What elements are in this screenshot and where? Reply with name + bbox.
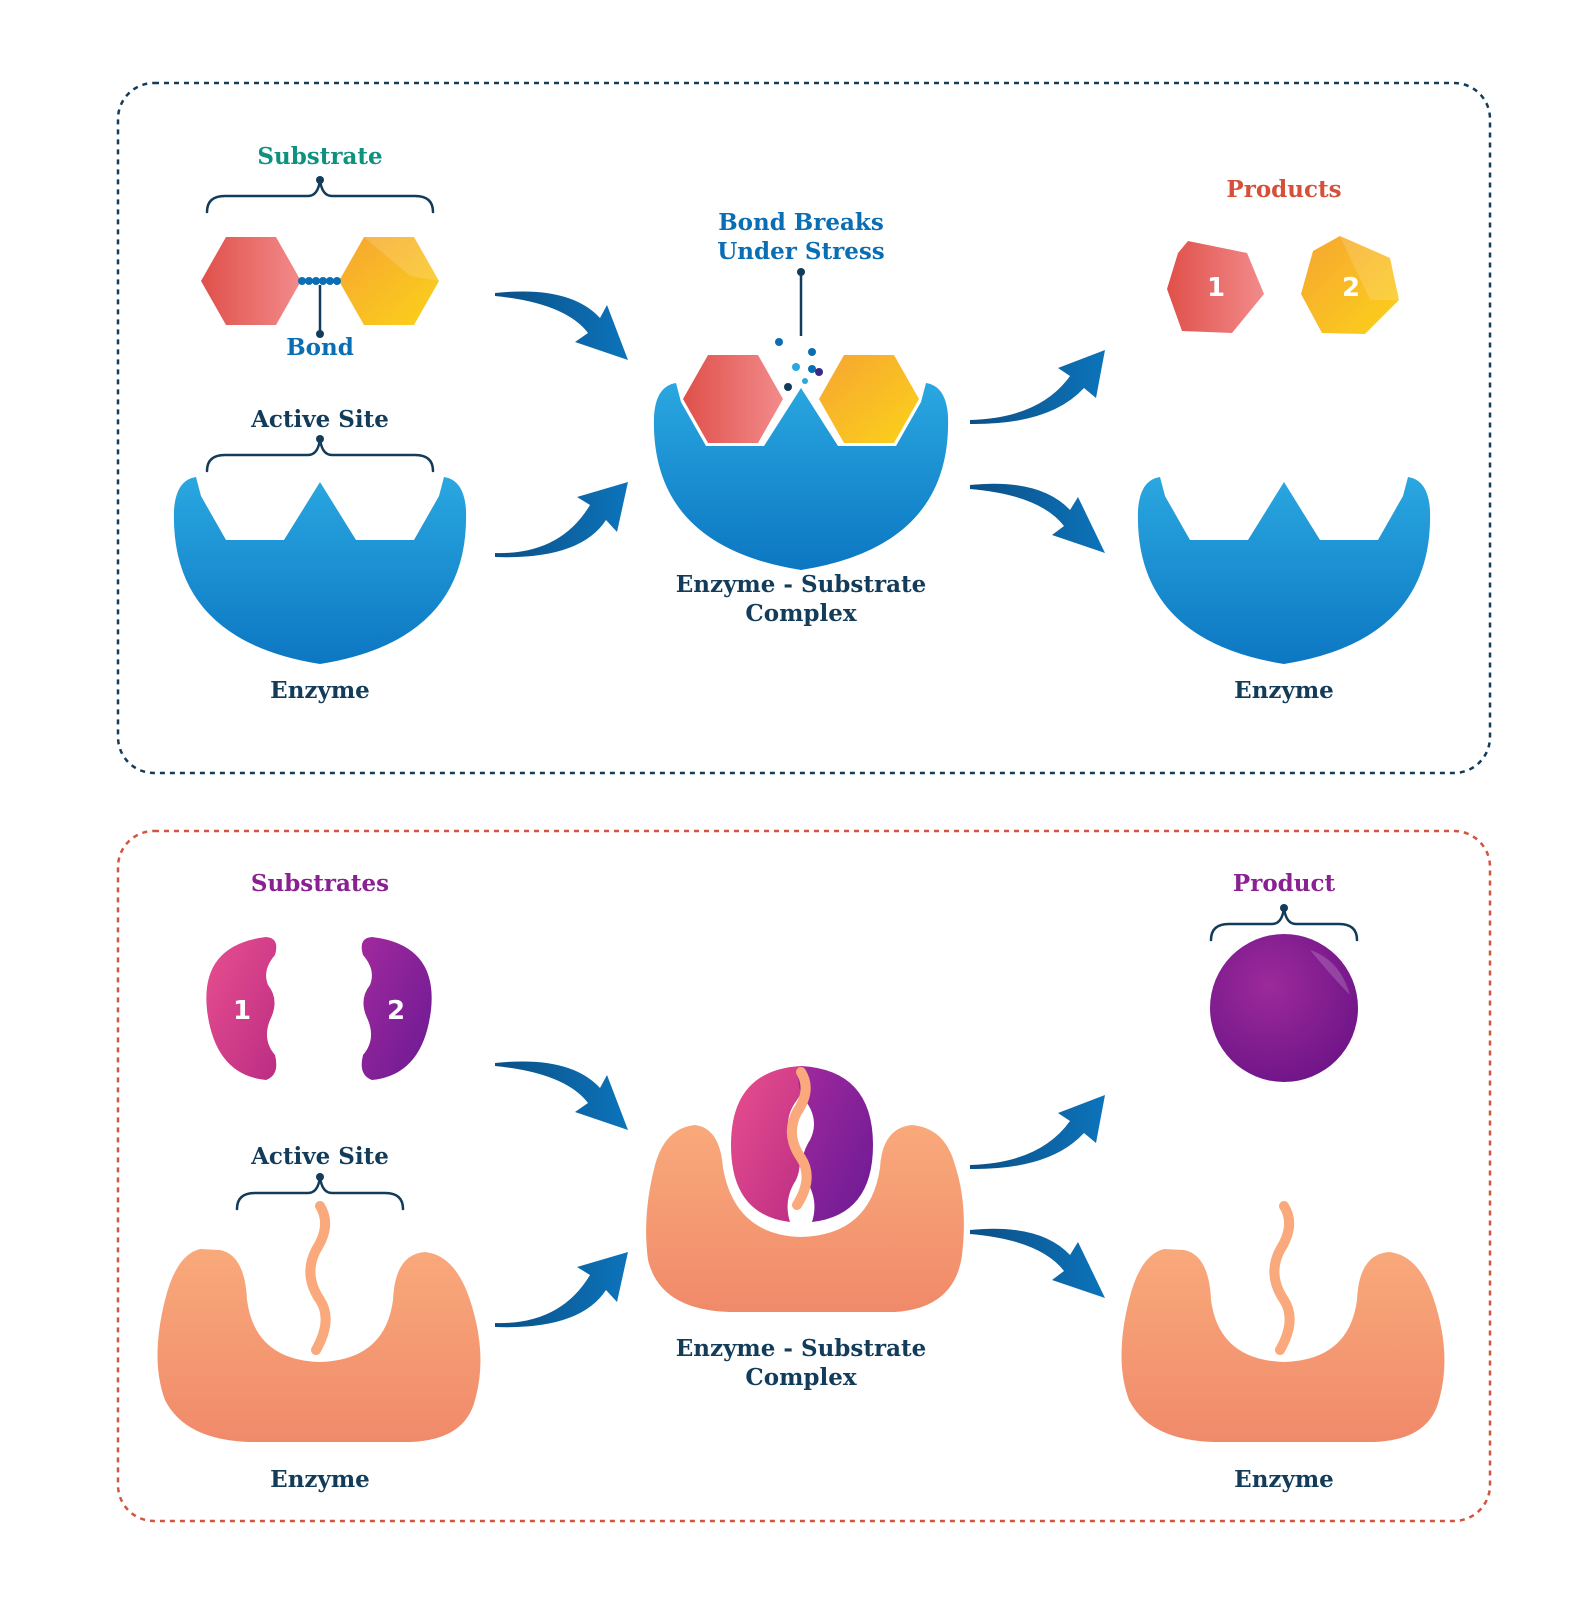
substrate-2-number: 2 [387,996,405,1026]
blue-enzyme-left [173,477,467,664]
arrow-complex-to-enzyme-bottom [970,1228,1105,1298]
product-2-heptagon [1301,236,1399,334]
complex-blue-enzyme [653,383,949,570]
complex-substrate-1 [731,1066,804,1222]
substrate-2-shape [361,937,432,1080]
substrate-label: Substrate [257,143,382,170]
product-label: Product [1233,870,1336,897]
substrate-brace [205,178,435,214]
product-1-number: 1 [1207,273,1225,303]
bond-fragments [775,338,823,391]
enzyme-substrate-complex-bottom [646,1066,964,1312]
enzyme-substrate-complex-top [653,338,949,570]
complex-label-top-line1: Enzyme - Substrate [676,571,926,598]
arrow-complex-to-product-bottom [970,1095,1105,1170]
active-site-label-top: Active Site [250,406,389,433]
complex-label-bottom-line2: Complex [745,1364,856,1391]
product-1: 1 [1167,241,1264,333]
substrate-2: 2 [361,937,432,1080]
enzyme-label-bottom-right: Enzyme [1234,1466,1334,1493]
enzyme-label-top-left: Enzyme [270,677,370,704]
substrate-red-hexagon [201,237,301,325]
complex-red-hexagon [683,355,783,443]
peach-enzyme-left [157,1201,481,1442]
product-2-number: 2 [1342,273,1360,303]
bond-breaks-label-line1: Bond Breaks [718,209,884,236]
active-site-brace-top [205,437,435,473]
bond-breaks-label-line2: Under Stress [717,238,885,265]
enzyme-label-bottom-left: Enzyme [270,1466,370,1493]
substrate-1: 1 [206,937,277,1080]
complex-label-bottom-line1: Enzyme - Substrate [676,1335,926,1362]
complex-peach-enzyme [646,1125,964,1312]
blue-enzyme-right [1137,477,1431,664]
substrate-molecule [201,237,439,338]
substrate-1-number: 1 [233,996,251,1026]
arrow-complex-to-products-top [970,350,1105,425]
complex-yellow-hexagon [819,355,919,443]
product-sphere [1210,934,1358,1082]
bottom-panel-border [116,829,1492,1523]
complex-label-top-line2: Complex [745,600,856,627]
enzyme-label-top-right: Enzyme [1234,677,1334,704]
product-2: 2 [1301,236,1399,334]
arrow-enzyme-to-complex-top [495,482,628,558]
arrow-enzyme-to-complex-bottom [495,1252,628,1328]
products-label: Products [1226,176,1341,203]
substrate-1-shape [206,937,277,1080]
arrow-substrates-to-complex-bottom [495,1061,628,1130]
bond-label: Bond [286,334,354,361]
complex-substrate-2 [798,1066,873,1222]
active-site-label-bottom: Active Site [250,1143,389,1170]
substrates-label: Substrates [251,870,389,897]
peach-enzyme-right [1121,1201,1445,1442]
arrow-substrate-to-complex-top [495,291,628,360]
substrate-yellow-hexagon [339,237,439,325]
product-1-heptagon [1167,241,1264,333]
bond-beads [298,277,341,285]
top-panel-border [116,81,1492,775]
arrow-complex-to-enzyme-top [970,483,1105,553]
